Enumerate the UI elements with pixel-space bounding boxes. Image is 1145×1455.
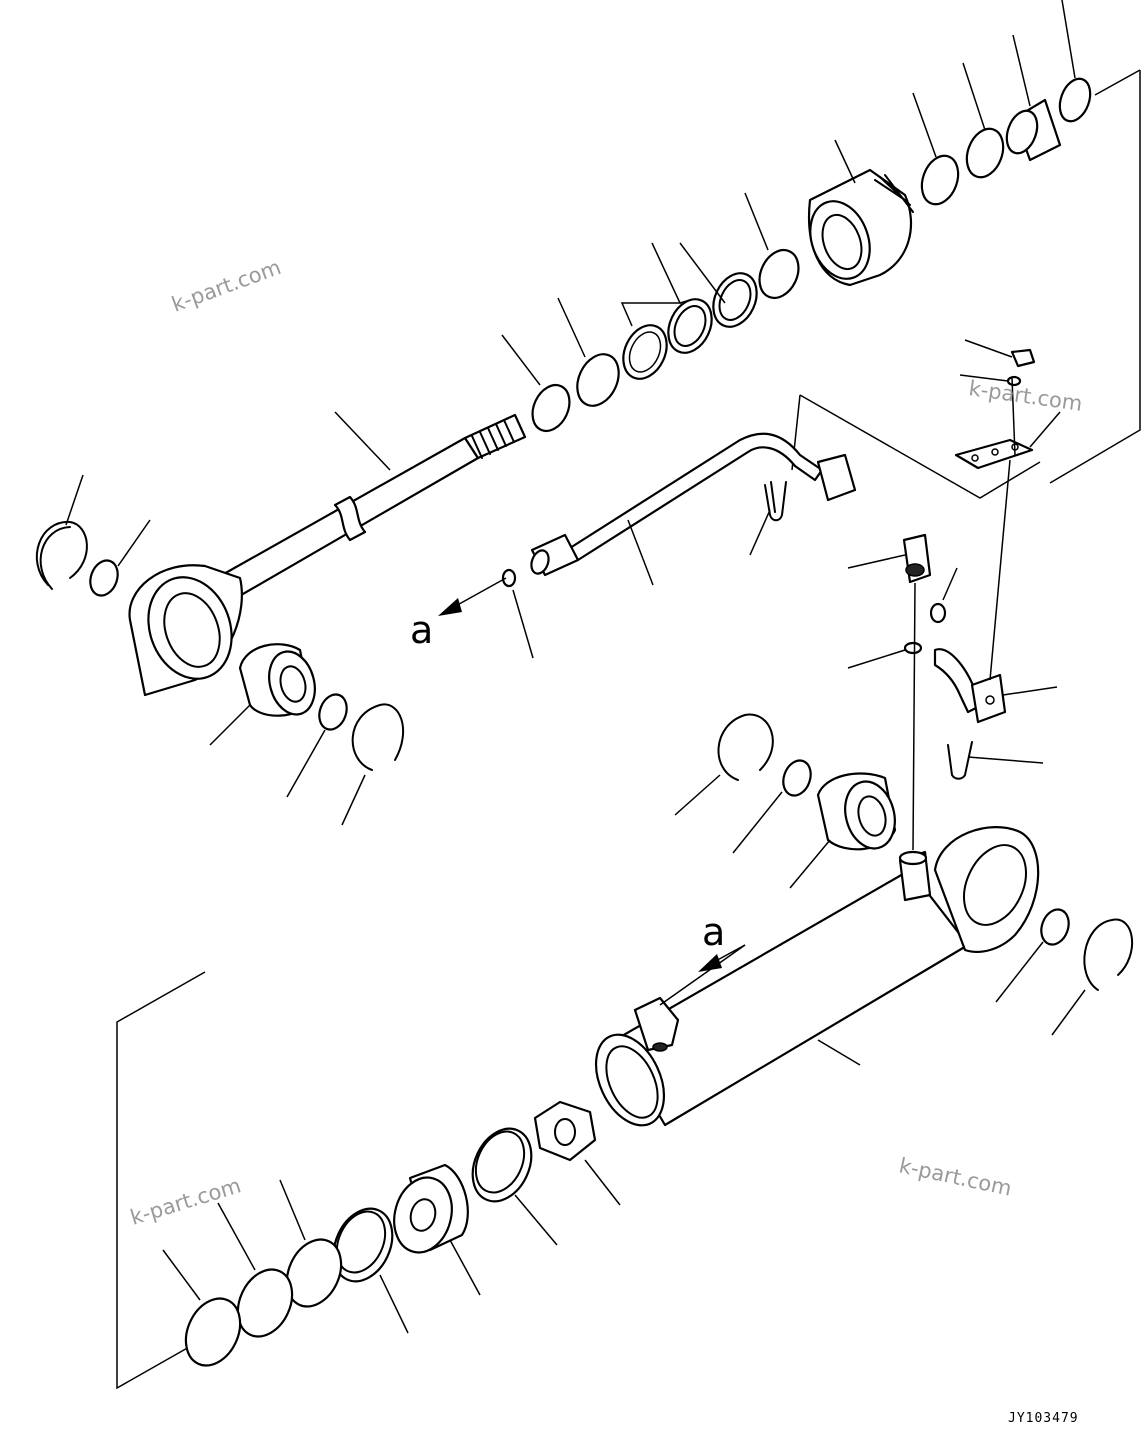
ring-4 bbox=[667, 298, 713, 354]
watermark-1: k-part.com bbox=[169, 255, 285, 317]
dust-seal-disc-left bbox=[89, 559, 119, 597]
rod-eye bbox=[128, 564, 243, 697]
ring-9 bbox=[1058, 77, 1092, 123]
ring-7 bbox=[920, 154, 960, 206]
piston-wear-ring bbox=[471, 1127, 533, 1203]
snap-ring-left-lower bbox=[351, 703, 405, 771]
arrow-a-upper bbox=[438, 577, 507, 616]
piston-nut bbox=[533, 1100, 597, 1162]
clamp-plate bbox=[954, 438, 1034, 470]
dust-seal-disc-bottom-right bbox=[1040, 908, 1070, 946]
dust-seal-disc-right bbox=[782, 759, 812, 797]
dust-seal-disc-mid bbox=[318, 693, 348, 731]
watermark-4: k-part.com bbox=[127, 1173, 243, 1229]
piston-seal bbox=[332, 1207, 394, 1283]
u-bolt-lower bbox=[947, 741, 973, 780]
rod-eye-bushing bbox=[238, 643, 316, 717]
valve-fitting bbox=[902, 533, 932, 584]
o-ring-tube bbox=[501, 568, 517, 588]
ring-2 bbox=[576, 353, 620, 407]
cylinder-head bbox=[808, 168, 914, 287]
piston-ring-2 bbox=[236, 1268, 294, 1338]
ring-5-inner bbox=[718, 279, 752, 321]
ring-6 bbox=[758, 248, 800, 300]
watermark-3: k-part.com bbox=[897, 1153, 1014, 1200]
drawing-code: JY103479 bbox=[1008, 1411, 1079, 1426]
cylinder-tube bbox=[594, 868, 970, 1127]
o-ring-right-2 bbox=[903, 641, 923, 655]
piston-ring-1 bbox=[285, 1238, 343, 1308]
view-label-a-lower: a bbox=[702, 910, 725, 954]
piston-ring-3 bbox=[184, 1297, 242, 1367]
ring-4-inner bbox=[673, 305, 707, 347]
view-label-a-upper: a bbox=[410, 608, 433, 652]
snap-ring-left-upper bbox=[35, 520, 88, 590]
arrow-a-lower bbox=[698, 944, 746, 972]
ring-5 bbox=[712, 272, 758, 328]
piston-rod bbox=[220, 413, 527, 600]
port-block bbox=[633, 996, 680, 1052]
nut-top bbox=[1010, 348, 1036, 368]
elbow-pipe bbox=[933, 648, 1007, 724]
watermark-2: k-part.com bbox=[967, 376, 1084, 416]
ring-1 bbox=[531, 383, 571, 433]
cylinder-eye bbox=[933, 826, 1040, 953]
ring-3-inner bbox=[628, 331, 662, 373]
ring-8 bbox=[965, 127, 1005, 179]
snap-ring-right-lower bbox=[1083, 918, 1134, 991]
tube-port-boss bbox=[898, 850, 932, 902]
piston bbox=[393, 1163, 469, 1254]
snap-ring-right-upper bbox=[717, 713, 774, 781]
cylinder-bushing bbox=[816, 772, 897, 851]
o-ring-right-1 bbox=[929, 602, 947, 624]
bottom-frame-lines bbox=[116, 971, 206, 1390]
u-bolt-upper bbox=[764, 481, 787, 522]
leader-lines bbox=[65, 0, 1086, 1334]
hydraulic-tube bbox=[530, 432, 857, 577]
bushing-top bbox=[1005, 98, 1062, 162]
